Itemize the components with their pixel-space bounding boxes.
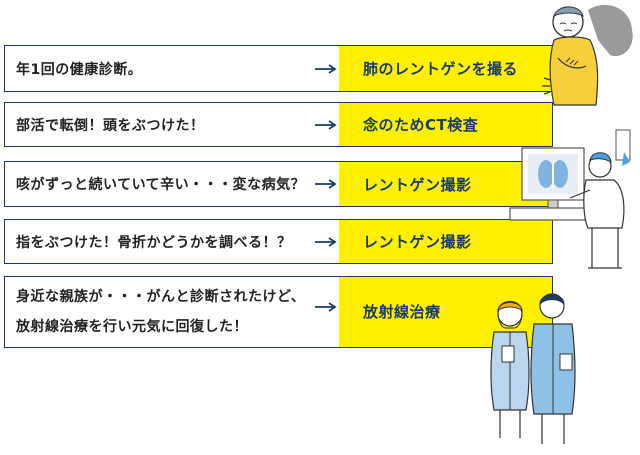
arrow-right-icon — [315, 119, 337, 130]
arrow-right-icon — [315, 302, 337, 312]
row-head-injury: 部活で転倒！頭をぶつけた！ 念のためCT検査 — [4, 102, 553, 147]
row-question-text: 年1回の健康診断。 — [16, 61, 143, 78]
row-question-text: 指をぶつけた！骨折かどうかを調べる！？ — [16, 234, 292, 251]
row-answer-text: 肺のレントゲンを撮る — [363, 60, 519, 78]
row-question-text: 咳がずっと続いていて辛い・・・変な病気？ — [16, 177, 306, 193]
row-answer-text: レントゲン撮影 — [363, 233, 472, 251]
arrow-right-icon — [315, 63, 337, 74]
row-question-cell: 部活で転倒！頭をぶつけた！ — [5, 103, 339, 146]
row-answer-text: 念のためCT検査 — [363, 116, 479, 134]
row-question-cell: 指をぶつけた！骨折かどうかを調べる！？ — [5, 220, 339, 263]
row-question-text-line2: 放射線治療を行い元気に回復した！ — [16, 319, 248, 335]
row-finger-injury: 指をぶつけた！骨折かどうかを調べる！？ レントゲン撮影 — [4, 219, 553, 264]
row-health-checkup: 年1回の健康診断。 肺のレントゲンを撮る — [4, 45, 553, 92]
row-question-cell: 年1回の健康診断。 — [5, 46, 339, 91]
row-radiation-therapy: 身近な親族が・・・がんと診断されたけど、 放射線治療を行い元気に回復した！ 放射… — [4, 276, 553, 348]
patients-illustration — [490, 293, 576, 444]
row-answer-cell: レントゲン撮影 — [339, 220, 552, 263]
row-answer-text: 放射線治療 — [363, 303, 441, 321]
row-answer-cell: 肺のレントゲンを撮る — [339, 46, 552, 91]
worried-person-illustration — [542, 4, 633, 106]
row-answer-cell: レントゲン撮影 — [339, 162, 552, 206]
row-question-text: 部活で転倒！頭をぶつけた！ — [16, 117, 205, 134]
arrow-right-icon — [315, 236, 337, 247]
row-question-cell: 咳がずっと続いていて辛い・・・変な病気？ — [5, 162, 339, 206]
row-cough: 咳がずっと続いていて辛い・・・変な病気？ レントゲン撮影 — [4, 161, 553, 207]
row-question-text-line1: 身近な親族が・・・がんと診断されたけど、 — [16, 289, 306, 305]
row-question-cell: 身近な親族が・・・がんと診断されたけど、 放射線治療を行い元気に回復した！ — [5, 277, 339, 347]
arrow-right-icon — [315, 179, 337, 189]
xray-monitor-illustration — [509, 129, 631, 269]
row-answer-text: レントゲン撮影 — [363, 175, 472, 194]
row-answer-cell: 念のためCT検査 — [339, 103, 552, 146]
